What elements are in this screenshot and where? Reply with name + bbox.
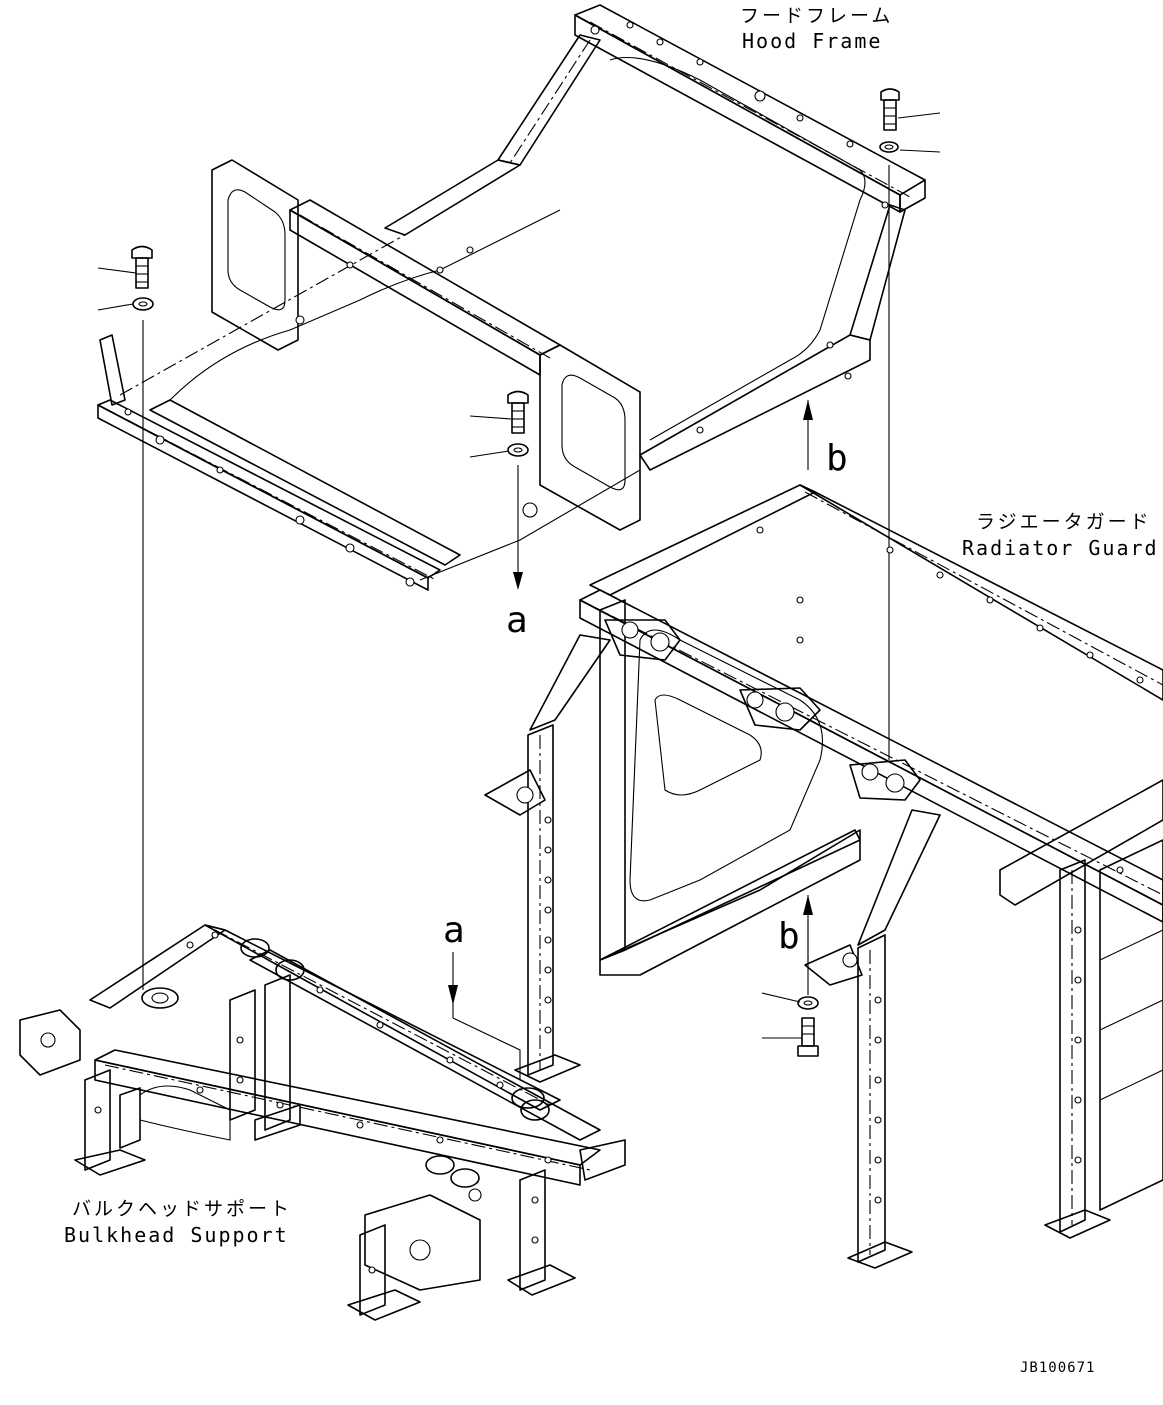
reference-mark-b-lower: b xyxy=(778,916,800,957)
bolt-washer-hood-right xyxy=(879,88,941,760)
arrow-b-lower xyxy=(803,895,813,965)
bulkhead-support-label-en: Bulkhead Support xyxy=(64,1223,289,1247)
reference-mark-a-upper: a xyxy=(506,600,528,641)
bolt-washer-hood-left xyxy=(97,245,154,990)
arrow-b-upper xyxy=(803,400,813,470)
radiator-guard xyxy=(484,484,1163,1269)
bolt-washer-hood-center xyxy=(469,390,529,590)
radiator-guard-label-en: Radiator Guard xyxy=(962,536,1159,560)
reference-mark-b-upper: b xyxy=(826,438,848,479)
drawing-code: JB100671 xyxy=(1020,1360,1095,1376)
hood-frame-label-jp: フードフレーム xyxy=(740,5,893,27)
radiator-guard-label-jp: ラジエータガード xyxy=(976,511,1152,533)
arrow-a-lower xyxy=(448,952,521,1080)
bulkhead-support-label-jp: バルクヘッドサポート xyxy=(72,1198,292,1220)
bolt-washer-guard-lower xyxy=(761,920,819,1057)
bulkhead-support xyxy=(19,924,626,1321)
hood-frame xyxy=(97,4,926,591)
hood-frame-label-en: Hood Frame xyxy=(742,29,882,53)
reference-mark-a-lower: a xyxy=(443,910,465,951)
